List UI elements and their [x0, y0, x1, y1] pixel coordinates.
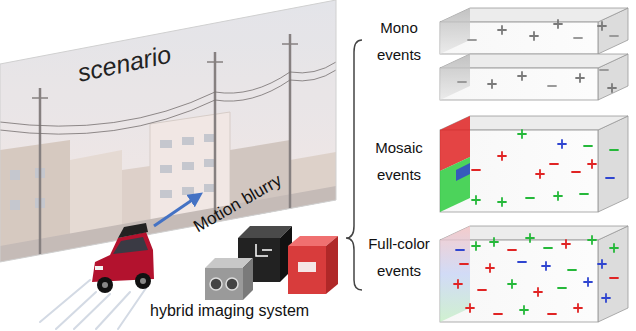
mono-event-volume: [440, 8, 628, 100]
plus-event: [472, 242, 480, 250]
event-camera-red: [288, 236, 338, 294]
plus-event: [576, 74, 584, 82]
event-volume: Full-color events: [352, 218, 636, 328]
minus-event: [548, 313, 556, 315]
plus-event: [518, 72, 526, 80]
minus-event: [584, 145, 592, 147]
plus-event: [598, 22, 606, 30]
event-volume: Mosaic events: [352, 108, 636, 218]
scenario-title: scenario: [75, 39, 174, 88]
system-caption: hybrid imaging system: [150, 301, 309, 320]
minus-event: [478, 289, 486, 291]
plus-event: [498, 152, 506, 160]
minus-event: [460, 263, 468, 265]
minus-event: [580, 193, 588, 195]
plus-event: [542, 262, 550, 270]
label-holder: hybrid imaging system: [150, 301, 309, 320]
motion-label: Motion blurry: [190, 171, 285, 238]
plus-event: [466, 304, 474, 312]
minus-event: [610, 149, 618, 151]
mosaic-event-volume: [440, 116, 628, 212]
plus-event: [498, 26, 506, 34]
minus-event: [610, 35, 618, 37]
event-type-label: Mono events: [360, 14, 438, 68]
plus-event: [602, 294, 610, 302]
plus-event: [518, 130, 526, 138]
minus-event: [458, 81, 466, 83]
minus-event: [572, 171, 580, 173]
minus-event: [494, 313, 502, 315]
plus-event: [536, 170, 544, 178]
plus-event: [488, 80, 496, 88]
label-holder: Motion blurry: [238, 204, 336, 224]
plus-event: [526, 234, 534, 242]
plus-event: [584, 278, 592, 286]
plus-event: [530, 32, 538, 40]
minus-event: [544, 247, 552, 249]
scenario-panel: scenario: [0, 0, 338, 262]
plus-event: [508, 280, 516, 288]
minus-event: [508, 249, 516, 251]
full-color-event-volume: [440, 226, 628, 322]
sky: [0, 0, 336, 262]
plus-event: [534, 288, 542, 296]
photo-tint: [0, 0, 336, 262]
minus-event: [468, 39, 476, 41]
minus-event: [526, 197, 534, 199]
plus-event: [498, 198, 506, 206]
event-type-label: Full-color events: [360, 230, 438, 284]
minus-event: [558, 287, 566, 289]
plus-event: [588, 236, 596, 244]
scenario-photo: [0, 0, 336, 262]
minus-event: [518, 261, 526, 263]
event-volume: Mono events: [352, 0, 636, 108]
plus-event: [558, 140, 566, 148]
plus-event: [490, 238, 498, 246]
minus-event: [574, 37, 582, 39]
plus-event: [608, 84, 616, 92]
plus-event: [598, 260, 606, 268]
minus-event: [606, 177, 614, 179]
motion-blur: [40, 280, 146, 329]
minus-event: [472, 169, 480, 171]
plus-event: [472, 196, 480, 204]
plus-event: [562, 240, 570, 248]
curly-brace: [346, 40, 362, 290]
plus-event: [454, 280, 462, 288]
plus-event: [486, 264, 494, 272]
minus-event: [600, 69, 608, 71]
panel-border: [0, 0, 336, 262]
red-car: [92, 223, 154, 293]
frame-camera-grey: [205, 258, 253, 300]
plus-event: [520, 306, 528, 314]
minus-event: [550, 163, 558, 165]
plus-event: [554, 192, 562, 200]
plus-event: [588, 160, 596, 168]
event-type-label: Mosaic events: [360, 134, 438, 188]
plus-event: [554, 20, 562, 28]
plus-event: [610, 244, 618, 252]
minus-event: [456, 249, 464, 251]
minus-event: [610, 277, 618, 279]
minus-event: [548, 85, 556, 87]
minus-event: [568, 269, 576, 271]
plus-event: [574, 304, 582, 312]
